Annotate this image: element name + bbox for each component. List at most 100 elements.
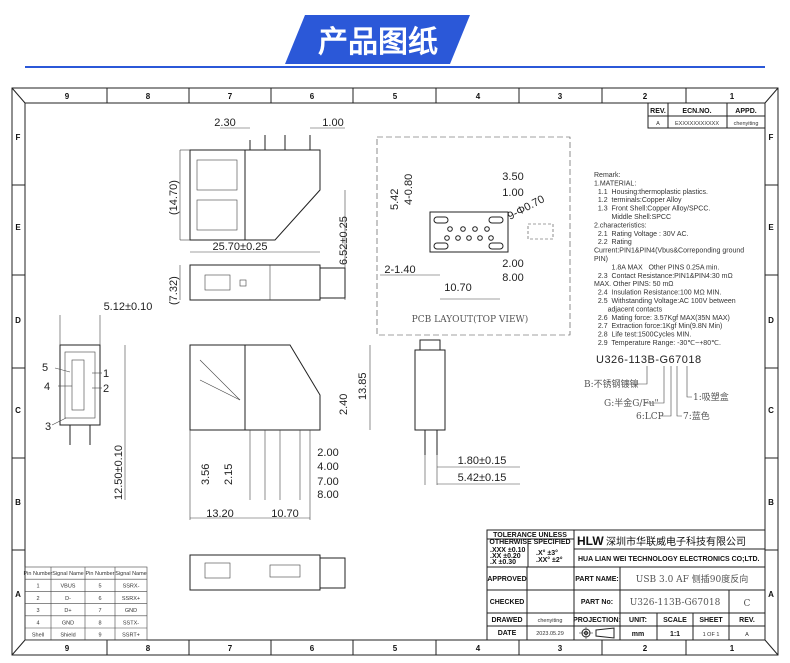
column-label: 5 xyxy=(393,92,398,101)
pcb-layout: 10.70 3.50 1.00 4-0.80 5.42 9-Φ0.70 2.00… xyxy=(376,136,571,336)
approved-label: APPROVED xyxy=(487,576,526,583)
remark-line: 2.8 Life test:1500Cycles MIN. xyxy=(594,332,691,339)
tolerance-xxx: .XXX ±0.10 xyxy=(490,547,525,554)
company-logo: HLW xyxy=(577,534,604,548)
revision-table: REV. ECN.NO. APPD. A EXXXXXXXXXXX chenyi… xyxy=(647,102,766,129)
pin-table-cell: 1 xyxy=(36,584,39,590)
column-label: 6 xyxy=(310,644,315,653)
banner-rule xyxy=(25,66,765,68)
dimensions: 2.30 1.00 (14.70) 25.70±0.25 6.52±0.25 (… xyxy=(42,117,520,520)
code-g: G:半金G/Fu" xyxy=(604,397,659,409)
remark-line: 1.8A MAX Other PINS 0.25A min. xyxy=(594,264,719,271)
row-label: A xyxy=(15,590,21,599)
dim-10-70: 10.70 xyxy=(271,508,299,520)
appd-value: chenyiting xyxy=(734,121,759,127)
checked-label: CHECKED xyxy=(490,599,525,606)
dim-5-12: 5.12±0.10 xyxy=(104,301,153,313)
pcb-dim-2-00: 2.00 xyxy=(502,258,523,270)
tolerance-title-2: OTHERWISE SPECIFIED xyxy=(489,539,570,546)
pin-table-cell: 8 xyxy=(98,620,101,626)
pin-table-cell: SSRX- xyxy=(123,584,140,590)
remark-line: Remark: xyxy=(594,172,621,179)
remark-line: 1.1 Housing:thermoplastic plastics. xyxy=(594,189,708,196)
pcb-slot xyxy=(433,242,449,250)
rev-label: REV. xyxy=(739,617,755,624)
side-view-top xyxy=(179,127,346,300)
dim-7-00: 7.00 xyxy=(317,476,338,488)
column-label: 5 xyxy=(393,644,398,653)
ecn-header: ECN.NO. xyxy=(682,108,711,115)
date-label: DATE xyxy=(498,630,517,637)
rev-value: A xyxy=(656,121,660,127)
row-label: F xyxy=(769,133,774,142)
banner-shape xyxy=(285,15,470,64)
row-label: C xyxy=(768,406,774,415)
angle-xx: .XX° ±2° xyxy=(536,556,563,564)
remark-line: MAX. Other PINS: 50 mΩ xyxy=(594,281,674,288)
tolerance-title-1: TOLERANCE UNLESS xyxy=(493,532,567,539)
appd-header: APPD. xyxy=(735,108,756,115)
tolerance-xx: .XX ±0.20 xyxy=(490,553,521,560)
dim-3-56: 3.56 xyxy=(200,464,212,485)
dim-2-30: 2.30 xyxy=(214,117,235,129)
part-name-label: PART NAME: xyxy=(575,576,618,583)
company-name-en: HUA LIAN WEI TECHNOLOGY ELECTRONICS CO;L… xyxy=(578,556,760,563)
row-label: E xyxy=(15,223,21,232)
unit-label: UNIT: xyxy=(629,617,647,624)
angle-x: .X° ±3° xyxy=(536,549,558,557)
drawed-by: chenyiting xyxy=(538,618,563,624)
part-no-label: PART No: xyxy=(581,599,613,606)
pcb-hole xyxy=(466,235,472,241)
rear-view xyxy=(414,339,446,485)
pin-label-2: 2 xyxy=(103,383,109,395)
column-label: 3 xyxy=(558,644,563,653)
part-no: U326-113B-G67018 xyxy=(630,598,721,608)
top-view xyxy=(179,264,346,301)
front-view xyxy=(51,315,126,500)
pin-label-4: 4 xyxy=(44,381,50,393)
bottom-view xyxy=(189,554,346,591)
column-label: 3 xyxy=(558,92,563,101)
tolerance-x: .X ±0.30 xyxy=(490,559,516,566)
banner: 产品图纸 xyxy=(25,15,765,68)
column-label: 1 xyxy=(730,644,735,653)
row-label: A xyxy=(768,590,774,599)
column-label: 8 xyxy=(146,644,151,653)
row-label: C xyxy=(15,406,21,415)
code-b: B:不锈钢镀镍 xyxy=(584,378,639,390)
pin-table-cell: Shield xyxy=(60,633,75,639)
rev-letter: C xyxy=(744,599,751,609)
sheet-value: 1 OF 1 xyxy=(703,632,720,638)
column-label: 4 xyxy=(476,92,481,101)
remark-line: adjacent contacts xyxy=(594,306,663,313)
remark-line: 2.3 Contact Resistance:PIN1&PIN4:30 mΩ xyxy=(594,273,733,280)
pcb-dim-10-70: 10.70 xyxy=(444,282,472,294)
row-label: D xyxy=(15,316,21,325)
pin-table-cell: D+ xyxy=(64,608,71,614)
pin-table-header: Signal Name xyxy=(115,571,147,577)
column-label: 2 xyxy=(643,92,648,101)
remark-line: 2.2 Rating xyxy=(594,239,632,246)
pin-table-cell: 9 xyxy=(98,633,101,639)
column-label: 9 xyxy=(65,644,70,653)
remark-line: 2.6 Mating force: 3.57Kgf MAX(35N MAX) xyxy=(594,315,730,322)
pin-table-cell: SSRT+ xyxy=(122,633,140,639)
dim-13-20: 13.20 xyxy=(206,508,234,520)
pin-table-cell: 6 xyxy=(98,596,101,602)
scale-label: SCALE xyxy=(663,617,687,624)
pin-table-cell: SSRX+ xyxy=(122,596,140,602)
projection-label: PROJECTION: xyxy=(573,617,621,624)
pin-table-cell: GND xyxy=(62,620,74,626)
pcb-dim-1-00: 1.00 xyxy=(502,187,523,199)
pin-table-header: Pin Number xyxy=(85,571,114,577)
remark-line: 1.3 Front Shell:Copper Alloy/SPCC. xyxy=(594,206,710,213)
remark-line: 2.7 Extraction force:1Kgf Min(9.8N Min) xyxy=(594,323,722,330)
pin-table-cell: 2 xyxy=(36,596,39,602)
column-label: 8 xyxy=(146,92,151,101)
pcb-dim-4-0-80: 4-0.80 xyxy=(403,174,415,205)
remark-line: Current:PIN1&PIN4(Vbus&Correponding grou… xyxy=(594,248,744,255)
code-lcp: 6:LCP xyxy=(636,412,664,422)
pin-table-cell: SSTX- xyxy=(123,620,139,626)
